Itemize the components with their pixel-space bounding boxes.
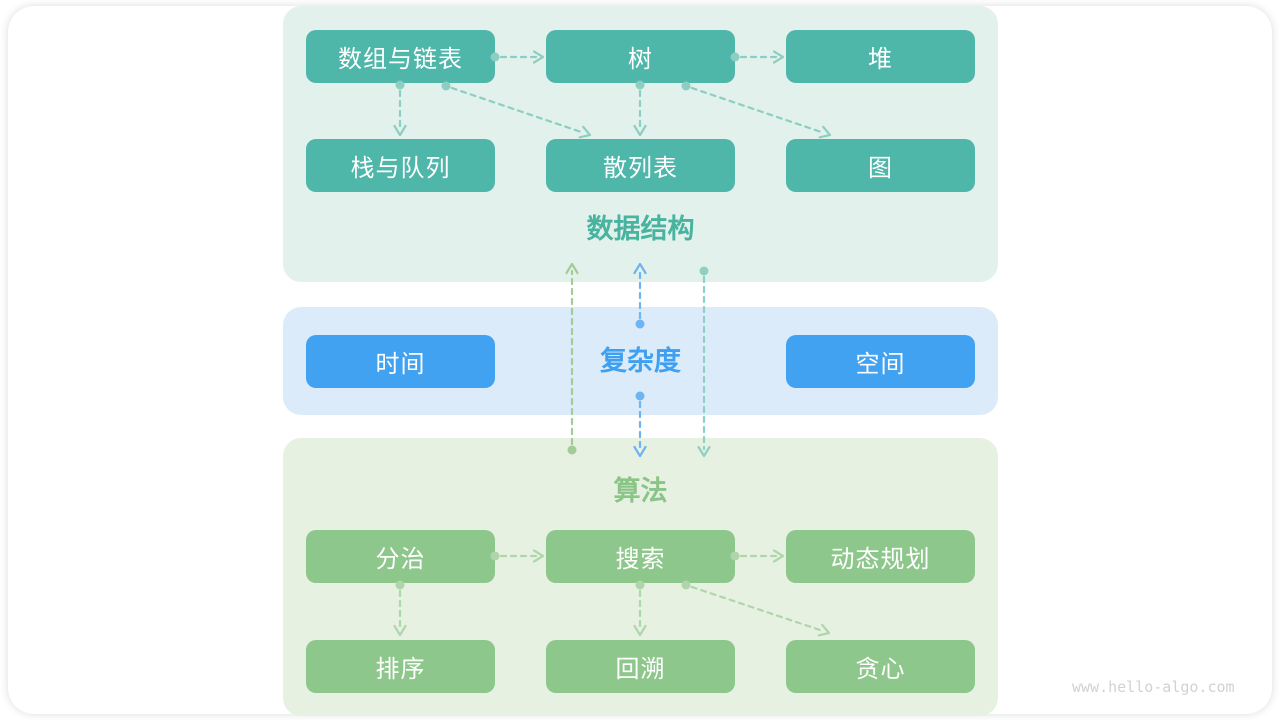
node-graph: 图 [786,139,975,192]
section-title-data-structures: 数据结构 [586,214,695,244]
node-heap: 堆 [786,30,975,83]
node-backtracking: 回溯 [546,640,735,693]
node-greedy: 贪心 [786,640,975,693]
node-divide-conquer: 分治 [306,530,495,583]
node-dynamic-programming: 动态规划 [786,530,975,583]
section-title-algorithms: 算法 [613,476,668,506]
watermark-url: www.hello-algo.com [1072,678,1235,696]
section-title-complexity: 复杂度 [600,346,681,376]
node-time: 时间 [306,335,495,388]
node-space: 空间 [786,335,975,388]
node-arrays-linked-lists: 数组与链表 [306,30,495,83]
node-search: 搜索 [546,530,735,583]
node-hash-table: 散列表 [546,139,735,192]
node-sorting: 排序 [306,640,495,693]
node-tree: 树 [546,30,735,83]
node-stack-queue: 栈与队列 [306,139,495,192]
